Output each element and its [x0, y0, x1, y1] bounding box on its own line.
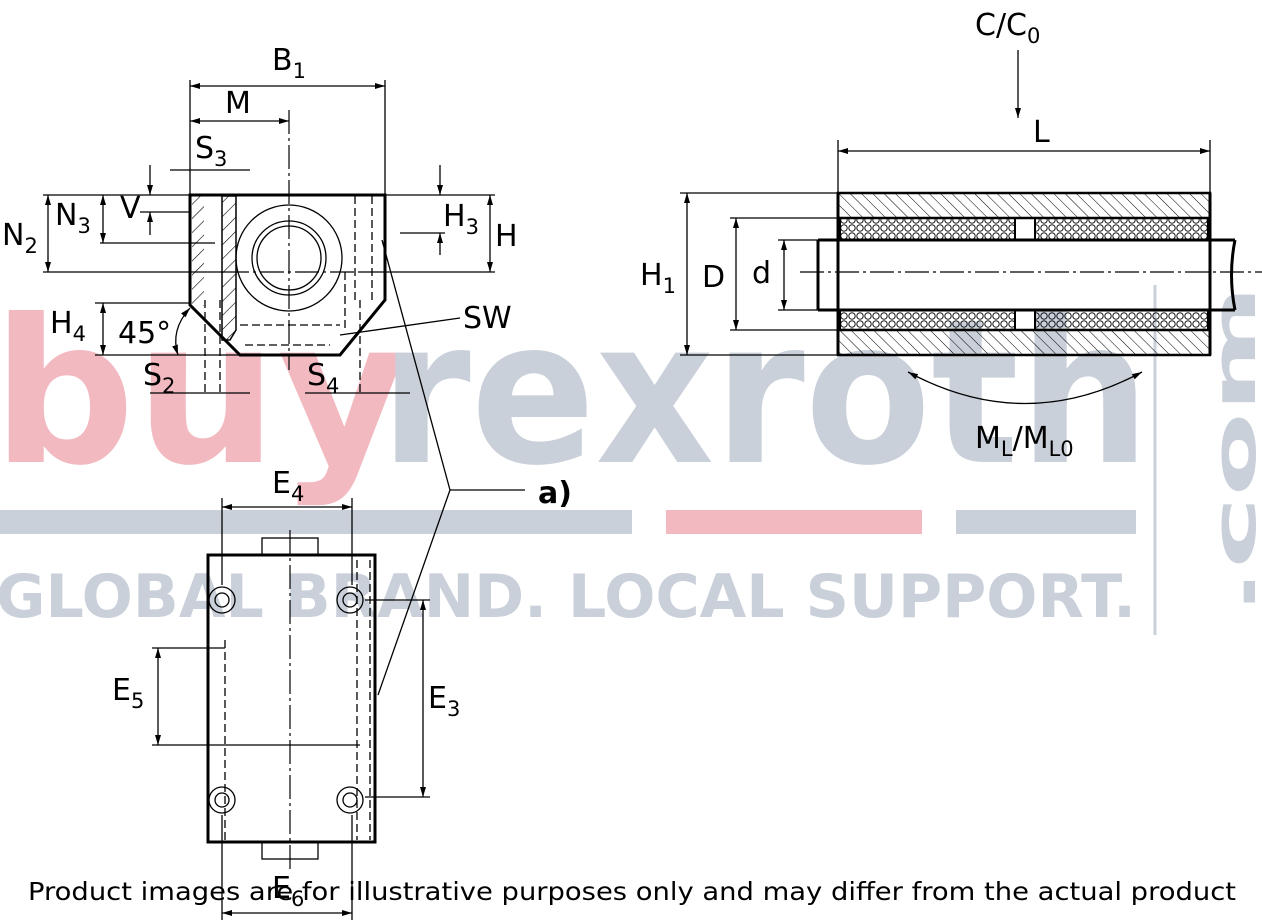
label-s4: S4	[307, 358, 339, 398]
label-e4: E4	[272, 466, 304, 506]
watermark-rexroth: rexroth	[380, 277, 1150, 510]
label-a: a)	[538, 476, 572, 511]
watermark-bar-pink	[666, 510, 922, 534]
label-e6: E6	[272, 871, 304, 911]
label-m: M	[225, 86, 251, 121]
label-d-outer: D	[702, 260, 725, 295]
watermark-slogan: GLOBAL BRAND. LOCAL SUPPORT.	[0, 562, 1136, 632]
watermark-bar-gray-2	[956, 510, 1136, 534]
label-sw: SW	[463, 301, 512, 336]
label-n2: N2	[2, 218, 38, 258]
label-b1: B1	[272, 43, 306, 83]
label-n3: N3	[55, 198, 91, 238]
label-l: L	[1033, 115, 1050, 150]
watermark-bar-gray	[0, 510, 632, 534]
bottom-view	[152, 498, 430, 920]
label-s2: S2	[143, 358, 175, 398]
label-angle: 45°	[118, 316, 171, 351]
label-d-shaft: d	[752, 256, 771, 291]
label-v: V	[120, 191, 141, 226]
label-moment: ML/ML0	[975, 421, 1074, 461]
bolt-holes	[208, 586, 364, 814]
label-h: H	[495, 219, 518, 254]
front-view	[43, 80, 525, 696]
watermark: buy rexroth GLOBAL BRAND. LOCAL SUPPORT.…	[0, 277, 1262, 635]
side-view	[680, 50, 1262, 405]
label-e5: E5	[112, 673, 144, 713]
label-s3: S3	[195, 131, 227, 171]
label-h1: H1	[640, 258, 676, 298]
label-h4: H4	[50, 306, 86, 346]
label-h3: H3	[443, 199, 479, 239]
dimension-labels: B1 M S3 V N3 N2 H3 H H4 45° S2 S4 SW E4 …	[2, 8, 1074, 911]
disclaimer-footer: Product images are for illustrative purp…	[28, 877, 1236, 906]
label-e3: E3	[428, 681, 460, 721]
label-load: C/C0	[975, 8, 1040, 48]
